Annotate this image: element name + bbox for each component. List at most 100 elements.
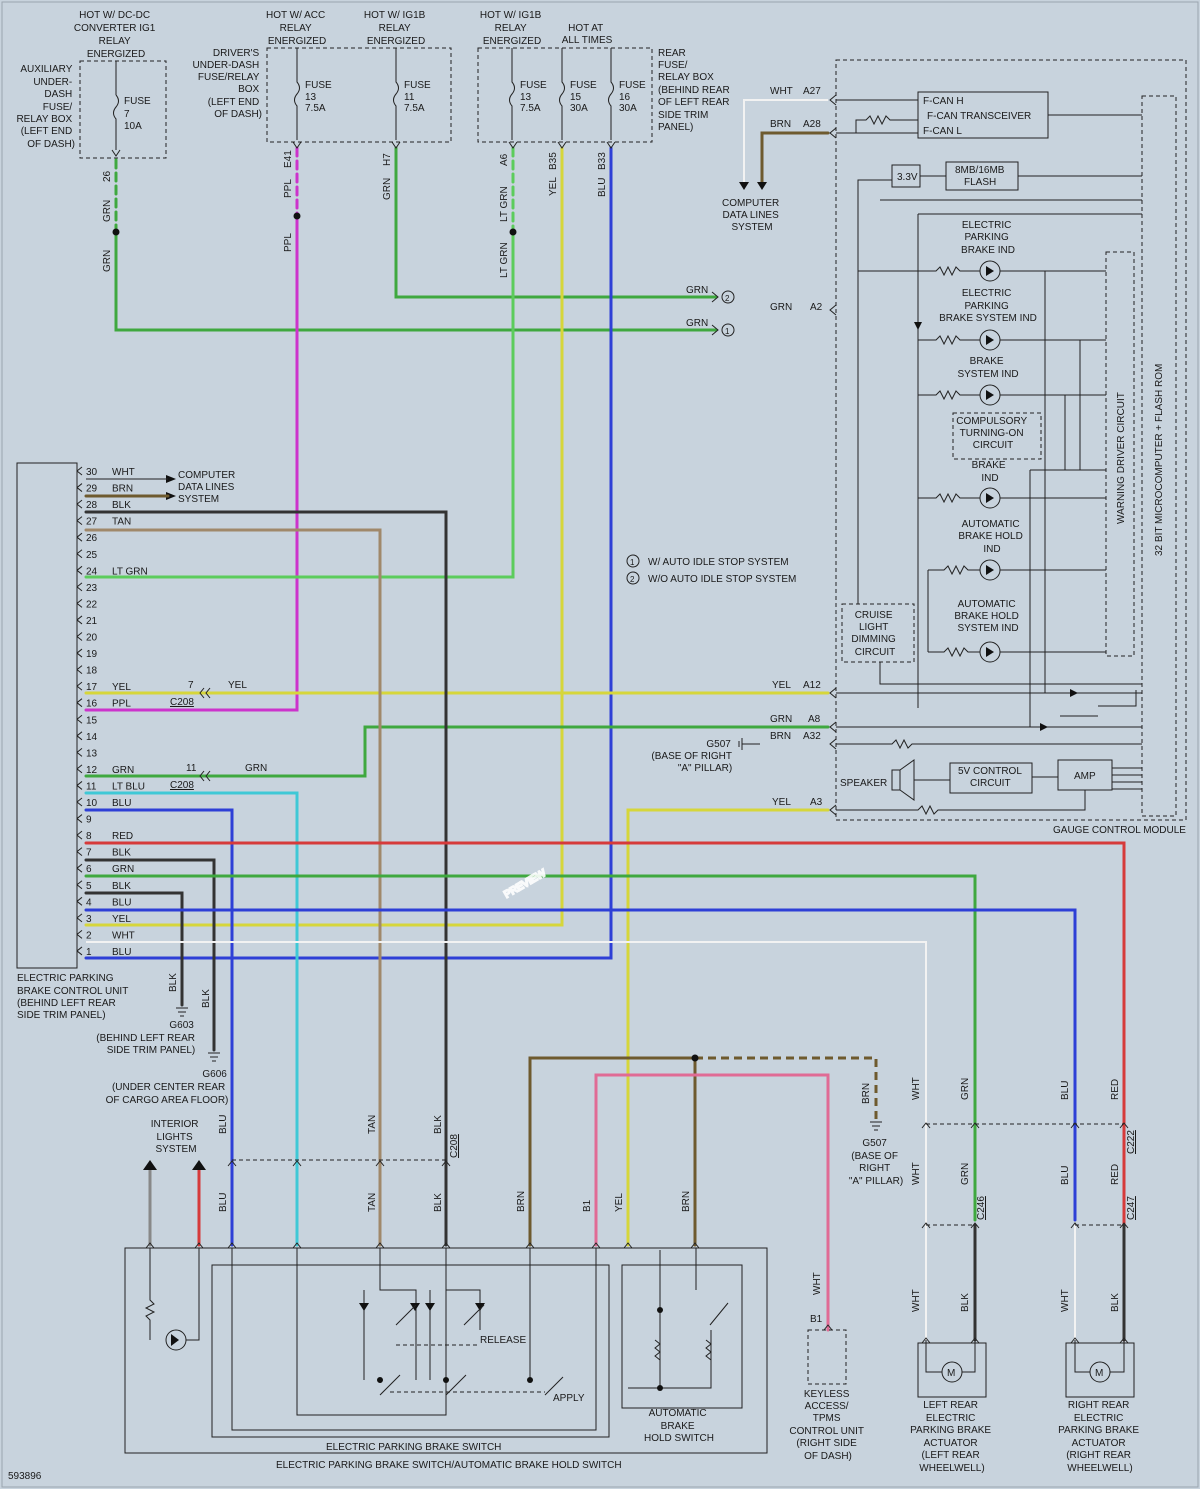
epb-pin-number: 26 <box>86 533 98 544</box>
svg-text:BLU: BLU <box>218 1115 229 1134</box>
epb-pin-number: 8 <box>86 831 92 842</box>
svg-text:RELEASE: RELEASE <box>480 1335 526 1346</box>
ig1b2-hot-label: HOT W/ IG1B RELAY ENERGIZED <box>480 10 544 47</box>
epb-pin-mark <box>76 698 83 708</box>
epb-pin-mark <box>76 930 83 939</box>
svg-text:BLU: BLU <box>218 1193 229 1212</box>
svg-text:COMPUTER DATA LINES: COMPUTER DATA LINES SYSTEM <box>178 470 238 505</box>
svg-text:AUTOMATIC BRAKE HO: AUTOMATIC BRAKE HOLD SWITCH <box>644 1408 714 1444</box>
epb-pin-mark <box>76 582 83 592</box>
ground-g603: BLK G603 (BEHIND LEFT REAR SIDE TRIM PAN… <box>96 973 195 1056</box>
svg-text:TAN: TAN <box>367 1115 378 1134</box>
svg-text:BRN: BRN <box>770 731 791 742</box>
wire-brn-sw3 <box>528 1056 697 1247</box>
epb-pin-number: 16 <box>86 699 98 710</box>
wire-blu-pin10 <box>84 808 234 1247</box>
svg-text:WHT: WHT <box>911 1162 922 1185</box>
svg-text:F-CAN L: F-CAN L <box>923 126 962 137</box>
svg-text:W/O AUTO IDLE STOP SYSTEM: W/O AUTO IDLE STOP SYSTEM <box>648 574 796 585</box>
svg-text:C208: C208 <box>170 697 194 708</box>
epb-pin-mark <box>76 847 83 857</box>
connector-marks <box>111 94 837 816</box>
epb-pin-number: 4 <box>86 897 92 908</box>
svg-text:C208: C208 <box>449 1134 460 1158</box>
epb-pin-mark <box>76 565 83 575</box>
epb-pin-mark <box>76 615 83 625</box>
svg-text:BRN: BRN <box>681 1191 692 1212</box>
wire-ltgrn <box>84 230 515 579</box>
svg-text:26: 26 <box>102 170 113 182</box>
svg-text:LEFT REAR ELECTRIC: LEFT REAR ELECTRIC PARKING BRAKE ACTUATO… <box>910 1400 994 1474</box>
rear-fuse-box-label: REAR FUSE/ RELAY BOX (BEHIND REAR OF LEF… <box>658 48 732 133</box>
epb-pin-mark <box>76 814 83 823</box>
wire-blk-g603 <box>84 891 184 1007</box>
svg-text:FLASH: FLASH <box>964 177 996 188</box>
epb-pin-color: RED <box>112 831 133 842</box>
epb-pin-color: WHT <box>112 930 135 941</box>
svg-text:RED: RED <box>1110 1164 1121 1185</box>
epb-pin-color: LT BLU <box>112 781 145 792</box>
svg-text:INTERIOR LIGHTS SY: INTERIOR LIGHTS SYSTEM <box>151 1119 202 1155</box>
svg-text:8MB/16MB: 8MB/16MB <box>955 165 1005 176</box>
acc-hot-label: HOT W/ ACC RELAY ENERGIZED <box>266 10 328 47</box>
wire-brn-a28 <box>760 131 830 188</box>
svg-text:A2: A2 <box>810 302 823 313</box>
epb-pin-number: 1 <box>86 947 92 958</box>
svg-text:B1: B1 <box>582 1199 593 1212</box>
epb-pin-color: PPL <box>112 699 131 710</box>
svg-text:BRN: BRN <box>516 1191 527 1212</box>
svg-text:GAUGE CONTROL MODULE: GAUGE CONTROL MODULE <box>1053 825 1186 836</box>
svg-text:F-CAN TRANSCEIVER: F-CAN TRANSCEIVER <box>927 111 1031 122</box>
epb-pin-mark <box>76 797 83 807</box>
wire-blk <box>84 510 448 1247</box>
epb-pin-number: 18 <box>86 666 98 677</box>
preview-watermark: PREVIEW <box>502 868 548 901</box>
svg-text:AUTOMATIC BRAKE HOLD: AUTOMATIC BRAKE HOLD IND <box>958 519 1025 555</box>
svg-text:YEL: YEL <box>228 680 247 691</box>
epb-pin-color: GRN <box>112 765 134 776</box>
epb-pin-color: BLK <box>112 881 131 892</box>
svg-text:F-CAN H: F-CAN H <box>923 96 964 107</box>
svg-text:BLK: BLK <box>168 973 179 992</box>
computer-data-lines-top: COMPUTER DATA LINES SYSTEM <box>722 182 782 233</box>
svg-text:C246: C246 <box>976 1196 987 1220</box>
epb-pin-number: 30 <box>86 467 98 478</box>
wire-grn-main <box>114 230 718 332</box>
wire-red <box>84 841 1126 1342</box>
wire-blu-right-act <box>84 908 1077 1222</box>
epb-pin-number: 13 <box>86 748 98 759</box>
splices <box>112 212 699 1062</box>
wire-grn-left-act <box>84 874 977 1222</box>
figure-id: 593896 <box>8 1471 42 1482</box>
svg-text:3.3V: 3.3V <box>897 172 918 183</box>
epb-pin-number: 6 <box>86 864 92 875</box>
svg-text:ELECTRIC PARKING BRAKE C: ELECTRIC PARKING BRAKE CONTROL UNIT (BEH… <box>17 973 131 1021</box>
svg-text:ELECTRIC PARKING B: ELECTRIC PARKING BRAKE IND <box>961 220 1015 256</box>
svg-text:7: 7 <box>188 680 194 691</box>
fuse-15-label: FUSE 15 30A <box>570 80 599 114</box>
epb-pin-number: 15 <box>86 715 98 726</box>
fuse-16-label: FUSE 16 30A <box>619 80 648 114</box>
svg-text:CIRCUIT: CIRCUIT <box>970 778 1011 789</box>
epb-pin-mark <box>76 549 83 559</box>
svg-text:1: 1 <box>630 558 635 567</box>
svg-text:BRN: BRN <box>861 1083 872 1104</box>
epb-pin-mark <box>76 648 83 658</box>
svg-text:BRN: BRN <box>770 119 791 130</box>
svg-text:WHT: WHT <box>770 86 793 97</box>
epb-pin-number: 17 <box>86 682 98 693</box>
svg-text:LT GRN: LT GRN <box>499 186 510 222</box>
svg-text:BLK: BLK <box>960 1293 971 1312</box>
svg-text:H7: H7 <box>382 153 393 166</box>
epb-pin-mark <box>76 863 83 873</box>
epb-pin-mark <box>76 781 83 790</box>
svg-text:APPLY: APPLY <box>553 1393 585 1404</box>
driver-fuse-box-label: DRIVER'S UNDER-DASH FUSE/RELAY BOX (LEFT… <box>193 48 262 120</box>
wire-pnk <box>594 1073 830 1332</box>
svg-text:BLK: BLK <box>433 1115 444 1134</box>
svg-text:32 BIT MICROCOMPUTER + FLASH R: 32 BIT MICROCOMPUTER + FLASH ROM <box>1154 364 1165 556</box>
bottom-section: INTERIOR LIGHTS SYSTEM BLU BLU TAN TAN B… <box>124 1077 1139 1474</box>
svg-text:GRN: GRN <box>102 250 113 272</box>
epb-pin-number: 22 <box>86 599 98 610</box>
svg-text:COMPUTER DATA LINES: COMPUTER DATA LINES SYSTEM <box>722 198 782 233</box>
